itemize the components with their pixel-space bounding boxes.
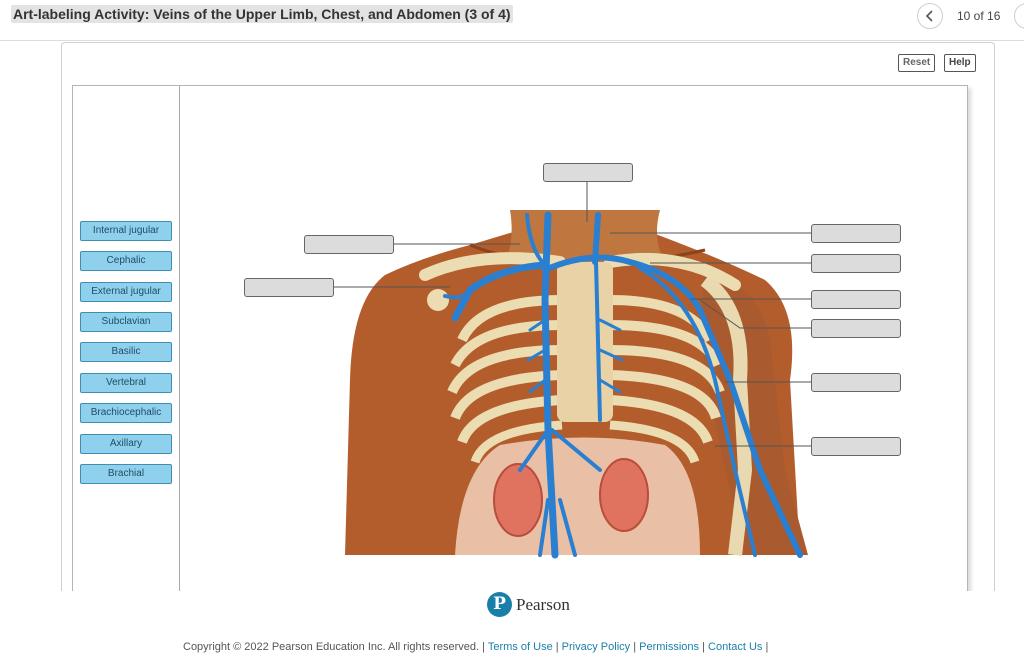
- brand-name: Pearson: [516, 594, 570, 614]
- label-chip-axillary[interactable]: Axillary: [80, 434, 172, 454]
- label-chip-brachiocephalic[interactable]: Brachiocephalic: [80, 403, 172, 423]
- drop-target[interactable]: [811, 373, 901, 392]
- footer-links: Copyright © 2022 Pearson Education Inc. …: [183, 641, 769, 653]
- anatomy-illustration: [332, 182, 811, 559]
- label-chip-vertebral[interactable]: Vertebral: [80, 373, 172, 393]
- label-chip-internal-jugular[interactable]: Internal jugular: [80, 221, 172, 241]
- help-button[interactable]: Help: [944, 54, 976, 72]
- drop-target[interactable]: [811, 437, 901, 456]
- next-button[interactable]: [1014, 3, 1024, 29]
- previous-button[interactable]: [917, 3, 943, 29]
- label-chip-cephalic[interactable]: Cephalic: [80, 251, 172, 271]
- pearson-logo: P Pearson: [487, 592, 570, 617]
- drop-target[interactable]: [543, 163, 633, 182]
- reset-button[interactable]: Reset: [898, 54, 936, 72]
- header-divider: [0, 40, 1024, 41]
- drop-target[interactable]: [244, 278, 334, 297]
- drop-target[interactable]: [811, 224, 901, 243]
- copyright-text: Copyright © 2022 Pearson Education Inc. …: [183, 641, 480, 653]
- label-chip-external-jugular[interactable]: External jugular: [80, 282, 172, 302]
- drop-target[interactable]: [811, 319, 901, 338]
- terms-link[interactable]: Terms of Use: [487, 641, 553, 653]
- activity-title: Art-labeling Activity: Veins of the Uppe…: [11, 5, 513, 23]
- privacy-link[interactable]: Privacy Policy: [561, 641, 631, 653]
- question-counter: 10 of 16: [957, 9, 1001, 23]
- drop-target[interactable]: [811, 290, 901, 309]
- page-footer-area: [0, 591, 1024, 649]
- drop-target[interactable]: [811, 254, 901, 273]
- label-bank-divider: [179, 86, 180, 600]
- pearson-p-icon: P: [487, 592, 512, 617]
- contact-link[interactable]: Contact Us: [708, 641, 763, 653]
- chevron-left-icon: [925, 10, 933, 22]
- label-chip-basilic[interactable]: Basilic: [80, 342, 172, 362]
- label-chip-subclavian[interactable]: Subclavian: [80, 312, 172, 332]
- permissions-link[interactable]: Permissions: [639, 641, 700, 653]
- drop-target[interactable]: [304, 235, 394, 254]
- label-chip-brachial[interactable]: Brachial: [80, 464, 172, 484]
